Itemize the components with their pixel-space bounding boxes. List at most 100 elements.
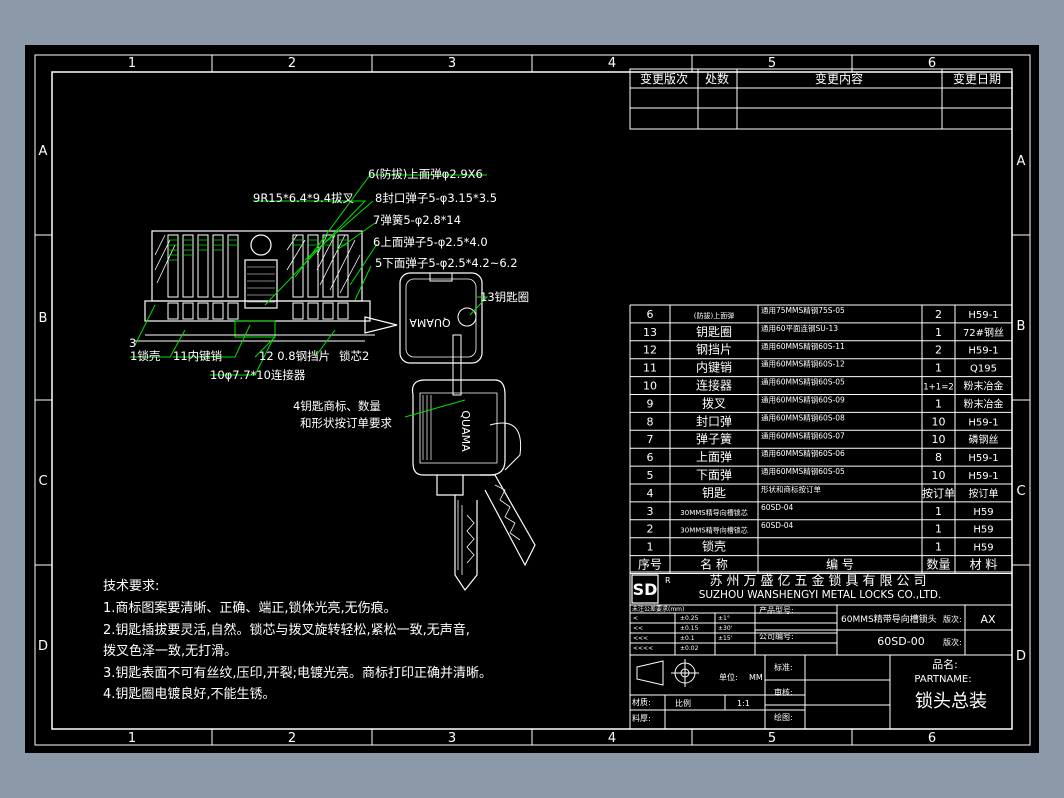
bom-row-12-no: 2: [647, 523, 654, 536]
bom-row-1-spec: 通用60平面连钢SU-13: [761, 323, 838, 333]
zone-row-d-right: D: [1016, 649, 1026, 664]
unit-label: 单位:: [719, 672, 738, 682]
callout-7-spring: 7弹簧5-φ2.8*14: [373, 213, 461, 227]
zone-row-c-right: C: [1016, 484, 1025, 499]
logo-r: R: [665, 576, 671, 585]
bom-row-7-no: 7: [647, 433, 654, 446]
key-blade-tip: [364, 316, 398, 334]
bom-row-2-no: 12: [643, 344, 657, 357]
company-no-label: 公司编号:: [759, 631, 794, 641]
callout-9-cam: 9R15*6.4*9.4拔叉: [253, 191, 355, 205]
bom-row-1-mat: 72#钢丝: [963, 326, 1004, 339]
cam-block: [244, 259, 278, 309]
zone-dividers: [35, 55, 1030, 745]
version: AX: [980, 613, 996, 626]
bom-row-5-spec: 通用60MMS精钢60S-09: [761, 395, 845, 405]
bom-row-10-no: 4: [647, 487, 654, 500]
bom-row-13-qty: 1: [935, 541, 942, 554]
bom-row-10-mat: 按订单: [969, 487, 999, 500]
bom-row-6-no: 8: [647, 415, 654, 428]
version2-label: 版次:: [943, 637, 962, 647]
bom-row-12-spec: 60SD-04: [761, 521, 794, 530]
bom-header-no: 序号: [638, 556, 662, 571]
bom-row-2-qty: 2: [935, 344, 942, 357]
bom-row-3-no: 11: [643, 362, 657, 375]
company-logo: SD R: [631, 574, 671, 604]
tech-item-3: 3.钥匙表面不可有丝纹,压印,开裂;电镀光亮。商标打印正确并清晰。: [103, 665, 492, 681]
bom-row-0-no: 6: [647, 308, 654, 321]
tech-title: 技术要求:: [103, 579, 159, 594]
tolerance-cell-2-0: <<<: [633, 635, 648, 642]
bom-row-10-qty: 按订单: [922, 486, 955, 500]
tolerance-cell-2-1: ±0.1: [680, 635, 695, 642]
zone-row-a-left: A: [39, 144, 48, 159]
lock-plug: [144, 300, 371, 322]
zone-row-b-left: B: [39, 311, 48, 326]
bom-row-13-no: 1: [647, 541, 654, 554]
bom-header-name: 名 称: [700, 556, 728, 571]
callout-4-key-note-2: 和形状按订单要求: [300, 416, 392, 430]
tech-item-4: 4.钥匙圈电镀良好,不能生锈。: [103, 686, 276, 702]
bom-header-spec: 编 号: [826, 556, 854, 571]
bom-row-4-name: 连接器: [696, 377, 732, 392]
rev-header-date: 变更日期: [953, 71, 1001, 86]
company-name-cn: 苏州万盛亿五金锁具有限公司: [709, 573, 930, 589]
callout-11-inner-pin: 11内键销: [173, 349, 222, 363]
zone-col-1-bottom: 1: [128, 731, 136, 746]
bom-row-7-spec: 通用60MMS精钢60S-07: [761, 430, 845, 440]
bom-row-2-name: 钢挡片: [696, 343, 732, 357]
bom-row-9-spec: 通用60MMS精钢60S-05: [761, 466, 845, 476]
key-ring: [452, 334, 462, 396]
scale-label: 比例: [675, 698, 691, 708]
leader-lines: [130, 174, 489, 418]
key-head-inserted: [399, 272, 483, 364]
tech-item-2: 2.钥匙插拔要灵活,自然。锁芯与拨叉旋转轻松,紧松一致,无声音,: [103, 622, 470, 638]
tolerance-title: 未注公差要求(mm): [632, 605, 684, 613]
bom-row-12-mat: H59: [973, 525, 993, 536]
callout-1-shell: 1锁壳: [130, 349, 161, 363]
zone-col-2-bottom: 2: [288, 731, 296, 746]
bom-row-4-qty: 1+1=2: [923, 382, 953, 392]
tolerance-cell-3-0: <<<<: [633, 645, 653, 652]
bom-row-1-no: 13: [643, 326, 657, 339]
callout-4-key-note-1: 4钥匙商标、数量: [293, 399, 381, 413]
zone-row-d-left: D: [38, 639, 48, 654]
bom-row-7-qty: 10: [932, 433, 946, 446]
zone-col-1-top: 1: [128, 56, 136, 71]
part-name-en: PARTNAME:: [914, 674, 971, 685]
product-type-label: 产品型号:: [759, 605, 794, 615]
bom-row-9-qty: 10: [932, 469, 946, 482]
bom-row-2-spec: 通用60MMS精钢60S-11: [761, 341, 845, 351]
bom-row-4-mat: 粉末冶金: [964, 379, 1004, 392]
zone-col-2-top: 2: [288, 56, 296, 71]
zone-row-a-right: A: [1017, 154, 1026, 169]
bom-row-9-mat: H59-1: [968, 471, 998, 482]
bom-row-3-mat: Q195: [970, 364, 997, 375]
lock-body-hatch: [154, 234, 361, 294]
key-brand-inserted: QUAMA: [409, 316, 451, 329]
standard-label: 标准:: [774, 662, 793, 672]
bom-row-1-qty: 1: [935, 326, 942, 339]
bom-row-3-name: 内键销: [696, 361, 732, 375]
bom-row-6-mat: H59-1: [968, 417, 998, 428]
product-type: 60MMS精带导向槽锁头: [841, 613, 937, 625]
bom-row-9-name: 下面弹: [696, 468, 732, 482]
bom-row-13-name: 锁壳: [702, 539, 726, 554]
zone-col-3-top: 3: [448, 56, 456, 71]
tech-item-2b: 拨叉色泽一致,无打滑。: [103, 643, 237, 659]
lock-assembly: [135, 230, 398, 342]
bom-row-4-no: 10: [643, 379, 657, 392]
pin-springs: [168, 239, 348, 261]
review-label: 审核:: [774, 687, 793, 697]
callout-13-key-ring: 13钥匙圈: [480, 290, 529, 304]
rev-header-version: 变更版次: [640, 71, 688, 86]
bom-row-11-name: 30MMS精导向槽锁芯: [680, 508, 747, 517]
projection-symbol: [636, 659, 699, 687]
bom-row-3-qty: 1: [935, 362, 942, 375]
bom-row-8-mat: H59-1: [968, 453, 998, 464]
connector-part: [234, 320, 276, 338]
cad-drawing: 1 2 3 4 5 6 1 2 3 4 5 6 A B C D A B C D …: [34, 54, 1031, 746]
bom-grid: [629, 304, 1013, 574]
bom-row-9-no: 5: [647, 469, 654, 482]
rev-header-content: 变更内容: [815, 71, 863, 86]
